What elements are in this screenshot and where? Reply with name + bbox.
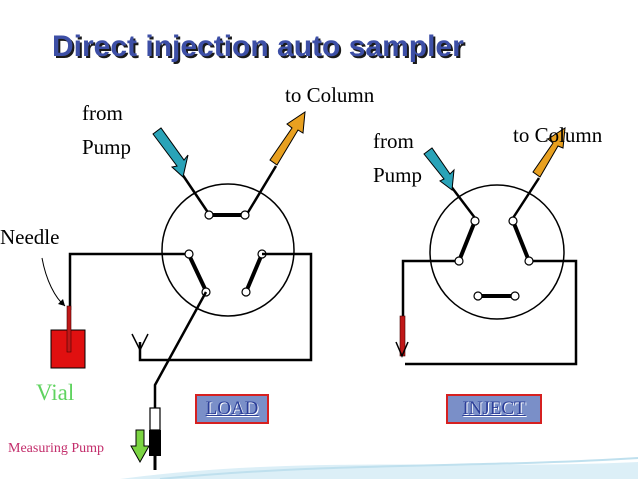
load-channel-left xyxy=(187,254,208,292)
decorative-swoosh-line xyxy=(159,457,638,479)
load-waste-fork xyxy=(131,333,149,352)
needle-pointer xyxy=(41,257,66,307)
inject-to-column-line xyxy=(511,177,541,219)
inject-button-label: INJECT xyxy=(462,398,526,419)
inject-from-label: from xyxy=(373,129,414,153)
inject-to-column-label: to Column xyxy=(513,123,603,147)
inject-loop-line xyxy=(405,259,578,366)
inject-port-5 xyxy=(473,291,483,301)
inject-from-pump-line xyxy=(449,184,476,219)
load-pump-label: Pump xyxy=(82,135,132,159)
load-port-2 xyxy=(240,210,250,220)
load-button[interactable]: LOAD xyxy=(195,394,269,424)
load-from-pump-arrow xyxy=(152,127,189,178)
inject-from-pump-arrow xyxy=(423,147,455,191)
load-button-label: LOAD xyxy=(205,398,259,419)
load-to-column-arrow xyxy=(269,111,306,166)
inject-channel-left xyxy=(457,220,477,262)
vial-needle xyxy=(66,305,72,353)
inject-to-column-arrow xyxy=(532,127,566,178)
load-needle-line xyxy=(68,252,185,310)
load-port-1 xyxy=(204,210,214,220)
inject-channel-right xyxy=(511,220,531,262)
inject-port-4 xyxy=(524,256,534,266)
measuring-syringe xyxy=(149,407,161,431)
inject-pump-label: Pump xyxy=(373,163,423,187)
inject-waste-fork xyxy=(395,341,409,358)
load-channel-right xyxy=(244,253,264,293)
measuring-pump-label: Measuring Pump xyxy=(8,441,105,456)
measuring-pump-arrow xyxy=(130,429,150,464)
decorative-swoosh xyxy=(120,462,638,479)
inject-valve-body xyxy=(429,184,565,320)
load-port-3 xyxy=(184,249,194,259)
load-to-column-line xyxy=(245,165,278,215)
page-title: Direct injection auto sampler xyxy=(52,30,464,63)
load-measuring-line xyxy=(153,291,208,408)
load-port-6 xyxy=(241,287,251,297)
inject-port-2 xyxy=(508,216,518,226)
needle-label: Needle xyxy=(0,225,60,249)
load-loop-line xyxy=(138,252,313,362)
inject-needle-line xyxy=(401,259,455,318)
inject-port-6 xyxy=(510,291,520,301)
needle-pointer-head xyxy=(58,299,65,306)
load-to-column-label: to Column xyxy=(285,83,375,107)
measuring-syringe-plunger xyxy=(149,430,161,456)
load-from-label: from xyxy=(82,101,123,125)
inject-button[interactable]: INJECT xyxy=(446,394,542,424)
vial-label: Vial xyxy=(36,380,75,405)
load-valve-body xyxy=(161,183,295,317)
inject-port-1 xyxy=(470,216,480,226)
inject-port-3 xyxy=(454,256,464,266)
